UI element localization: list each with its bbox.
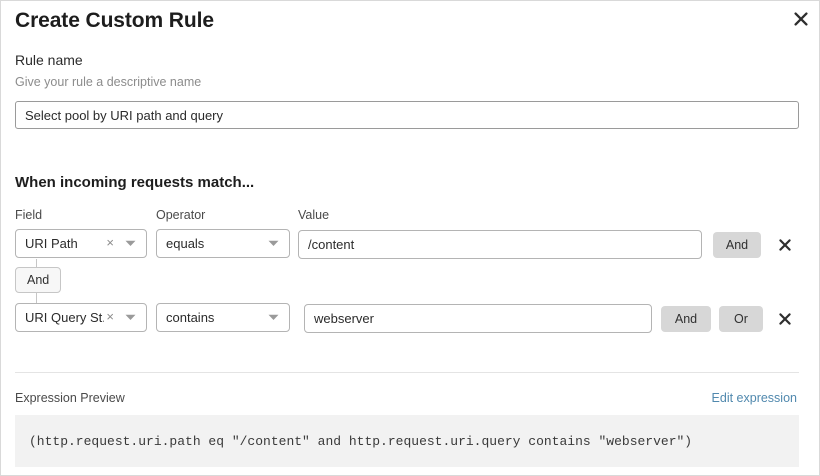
- field-select-row-1[interactable]: URI Path ×: [15, 229, 147, 258]
- and-button-row-1[interactable]: And: [713, 232, 761, 258]
- operator-select-row-1[interactable]: equals: [156, 229, 290, 258]
- match-section-heading: When incoming requests match...: [15, 174, 255, 191]
- expression-preview-text: (http.request.uri.path eq "/content" and…: [29, 433, 693, 449]
- operator-select-value-row-1: equals: [166, 236, 205, 251]
- rule-name-help-text: Give your rule a descriptive name: [15, 75, 202, 89]
- value-input-row-1[interactable]: [298, 230, 702, 259]
- close-icon: [778, 312, 792, 326]
- field-select-value-row-2: URI Query St...: [25, 310, 105, 325]
- connector-line-top: [36, 259, 37, 269]
- operator-select-row-2[interactable]: contains: [156, 303, 290, 332]
- column-label-field: Field: [15, 208, 43, 222]
- remove-row-button-row-2[interactable]: [775, 309, 795, 329]
- close-icon: [778, 238, 792, 252]
- field-select-row-2[interactable]: URI Query St... ×: [15, 303, 147, 332]
- column-label-value: Value: [298, 208, 330, 222]
- clear-icon[interactable]: ×: [106, 309, 114, 324]
- connector-line-bottom: [36, 293, 37, 303]
- value-input-row-2[interactable]: [304, 304, 652, 333]
- close-icon: [793, 11, 808, 27]
- rule-name-input[interactable]: [15, 101, 799, 129]
- or-button-row-2[interactable]: Or: [719, 306, 763, 332]
- operator-select-value-row-2: contains: [166, 310, 215, 325]
- row-connector-and-chip[interactable]: And: [15, 267, 62, 293]
- chevron-down-icon: [263, 240, 289, 247]
- field-select-value-row-1: URI Path: [25, 236, 78, 251]
- expression-preview-label: Expression Preview: [15, 391, 125, 405]
- expression-preview-box: (http.request.uri.path eq "/content" and…: [15, 415, 799, 467]
- edit-expression-link[interactable]: Edit expression: [711, 391, 797, 405]
- rule-name-label: Rule name: [15, 52, 83, 68]
- remove-row-button-row-1[interactable]: [775, 235, 795, 255]
- and-button-row-2[interactable]: And: [661, 306, 711, 332]
- close-dialog-button[interactable]: [789, 8, 811, 30]
- page-title: Create Custom Rule: [15, 9, 214, 32]
- chevron-down-icon: [120, 240, 146, 247]
- chevron-down-icon: [263, 314, 289, 321]
- column-label-operator: Operator: [156, 208, 206, 222]
- clear-icon[interactable]: ×: [106, 235, 114, 250]
- chevron-down-icon: [120, 314, 146, 321]
- section-divider: [15, 372, 799, 373]
